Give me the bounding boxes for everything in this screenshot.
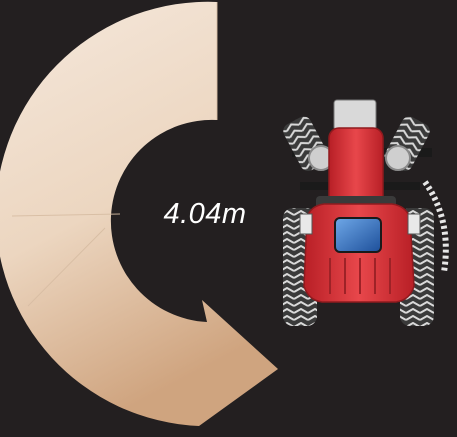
tractor-top-view-icon bbox=[283, 99, 449, 326]
turn-radius-value: 4.04m bbox=[163, 198, 247, 230]
turn-arrow bbox=[0, 1, 278, 426]
